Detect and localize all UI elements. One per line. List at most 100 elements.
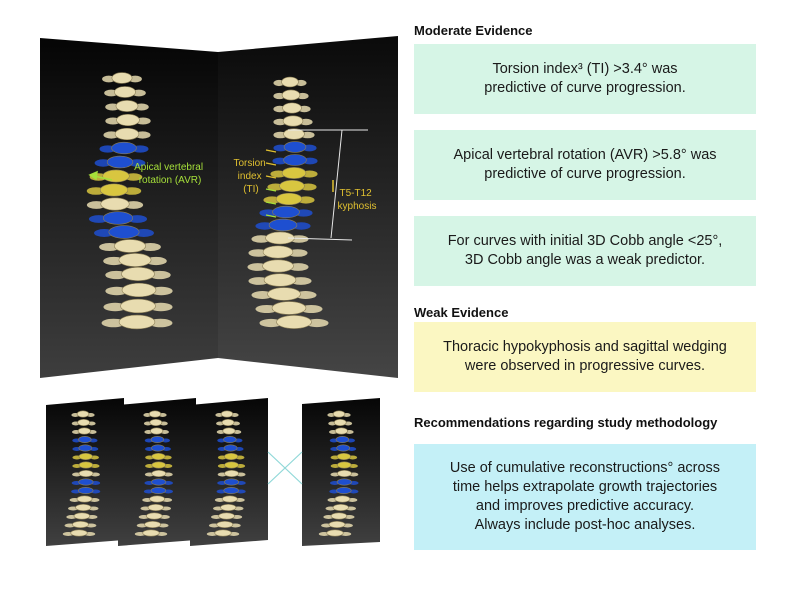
vertebra bbox=[247, 259, 309, 273]
vertebra bbox=[323, 512, 355, 520]
vertebra bbox=[103, 253, 167, 267]
ti-arrows-icon bbox=[265, 149, 277, 218]
vertebra bbox=[64, 521, 97, 528]
vertebra bbox=[273, 89, 309, 101]
vertebra bbox=[273, 141, 317, 153]
small-spine bbox=[318, 410, 359, 537]
vertebra bbox=[72, 470, 100, 477]
moderate-evidence-item: Apical vertebral rotation (AVR) >5.8° wa… bbox=[414, 130, 756, 200]
vertebra bbox=[273, 128, 315, 140]
vertebra bbox=[72, 453, 99, 460]
vertebra bbox=[248, 273, 312, 287]
sagittal-spine bbox=[247, 76, 329, 329]
vertebra bbox=[318, 529, 352, 537]
vertebra bbox=[143, 410, 167, 418]
moderate-evidence-item: Torsion index³ (TI) >3.4° was predictive… bbox=[414, 44, 756, 114]
torsion-index-label: Torsion index (TI) bbox=[233, 158, 268, 195]
vertebra bbox=[273, 102, 311, 114]
vertebra bbox=[330, 461, 358, 469]
recommendation-item: Use of cumulative reconstructions° acros… bbox=[414, 444, 756, 550]
vertebra bbox=[144, 427, 169, 435]
vertebra bbox=[267, 180, 317, 192]
vertebra bbox=[94, 155, 146, 169]
vertebra bbox=[321, 521, 353, 528]
vertebra bbox=[105, 267, 171, 281]
vertebra bbox=[72, 427, 97, 435]
vertebra bbox=[140, 504, 172, 511]
vertebra bbox=[272, 154, 318, 166]
vertebra bbox=[71, 487, 101, 494]
vertebra bbox=[217, 436, 243, 443]
vertebra bbox=[217, 478, 246, 486]
vertebra bbox=[86, 197, 144, 211]
cross-lines-icon bbox=[267, 451, 303, 485]
vertebra bbox=[217, 470, 246, 477]
vertebra bbox=[105, 282, 173, 298]
vertebra bbox=[328, 419, 353, 426]
vertebra bbox=[86, 183, 142, 197]
weak-evidence-heading: Weak Evidence bbox=[414, 305, 509, 320]
vertebra bbox=[144, 436, 170, 443]
vertebra bbox=[105, 100, 149, 112]
coronal-spine bbox=[86, 72, 173, 330]
vertebra bbox=[103, 127, 151, 141]
vertebra bbox=[144, 478, 173, 486]
vertebra bbox=[145, 453, 172, 460]
small-spine bbox=[134, 410, 174, 537]
small-spines bbox=[62, 410, 359, 537]
vertebra bbox=[214, 495, 245, 503]
vertebra bbox=[67, 504, 99, 511]
moderate-evidence-heading: Moderate Evidence bbox=[414, 23, 533, 38]
vertebra bbox=[329, 427, 354, 435]
moderate-evidence-item: For curves with initial 3D Cobb angle <2… bbox=[414, 216, 756, 286]
vertebra bbox=[327, 410, 351, 418]
small-spine bbox=[62, 410, 101, 537]
vertebra bbox=[72, 444, 99, 452]
vertebra bbox=[330, 453, 358, 460]
vertebra bbox=[259, 315, 329, 329]
vertebra bbox=[206, 529, 240, 537]
vertebra bbox=[99, 141, 149, 155]
vertebra bbox=[142, 495, 173, 503]
vertebra bbox=[217, 444, 244, 452]
recommendations-heading: Recommendations regarding study methodol… bbox=[414, 415, 718, 430]
avr-arrow-icon bbox=[88, 170, 113, 181]
vertebra bbox=[327, 495, 358, 503]
vertebra bbox=[255, 301, 323, 315]
vertebra bbox=[145, 444, 171, 452]
vertebra bbox=[99, 239, 161, 253]
small-spine bbox=[206, 410, 246, 537]
vertebra bbox=[88, 211, 148, 225]
vertebra bbox=[69, 495, 100, 503]
vertebra bbox=[212, 504, 244, 511]
vertebra bbox=[273, 76, 307, 88]
vertebra bbox=[134, 529, 168, 537]
vertebra bbox=[105, 114, 151, 126]
vertebra bbox=[251, 231, 309, 245]
vertebra bbox=[208, 521, 241, 528]
vertebra bbox=[325, 504, 357, 511]
vertebra bbox=[329, 478, 359, 486]
vertebra bbox=[143, 487, 174, 494]
vertebra bbox=[102, 72, 142, 84]
vertebra bbox=[251, 287, 317, 301]
vertebra bbox=[217, 453, 245, 460]
vertebra bbox=[138, 512, 170, 520]
vertebra bbox=[62, 529, 96, 537]
vertebra bbox=[255, 218, 311, 232]
vertebra bbox=[143, 419, 168, 426]
vertebra bbox=[66, 512, 98, 520]
vertebra bbox=[71, 478, 101, 486]
vertebra bbox=[72, 436, 98, 443]
vertebra bbox=[145, 461, 173, 469]
vertebra bbox=[101, 314, 173, 330]
vertebra bbox=[210, 512, 243, 520]
kyphosis-label: T5-T12 kyphosis bbox=[338, 188, 377, 212]
vertebra bbox=[330, 444, 357, 452]
vertebra bbox=[94, 225, 154, 239]
vertebra bbox=[217, 461, 246, 469]
vertebra bbox=[72, 461, 100, 469]
vertebra bbox=[273, 115, 313, 127]
vertebra bbox=[216, 419, 240, 426]
